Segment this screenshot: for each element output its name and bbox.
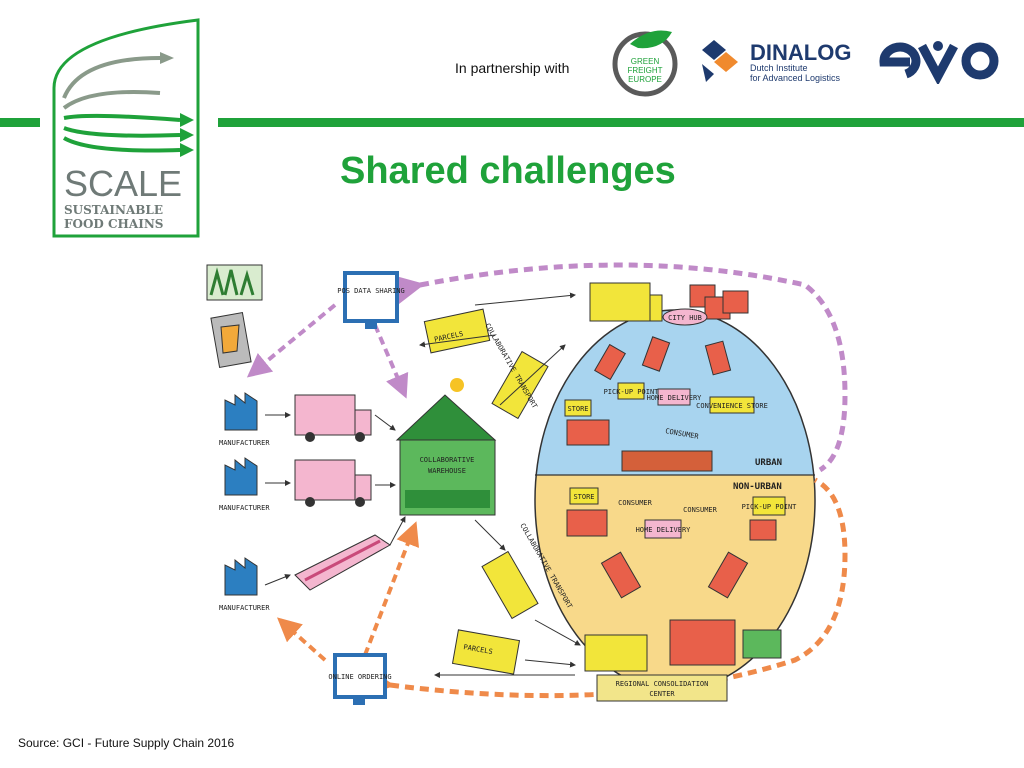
svg-text:WAREHOUSE: WAREHOUSE [428, 467, 466, 475]
svg-text:CONSUMER: CONSUMER [683, 506, 718, 514]
svg-text:CENTER: CENTER [649, 690, 675, 698]
svg-text:PICK-UP POINT: PICK-UP POINT [604, 388, 660, 396]
orange-arrow-online-warehouse [363, 521, 420, 656]
pink-truck-2 [294, 459, 372, 507]
dinalog-logo: DINALOG Dutch Institute for Advanced Log… [698, 38, 858, 86]
scale-logo-name: SCALE [64, 163, 182, 204]
purple-arrow-pos-mfr [246, 303, 337, 378]
page-title: Shared challenges [340, 150, 676, 192]
red-trucks-top [689, 284, 749, 320]
non-urban-area: NON-URBAN STORE CONSUMER CONSUMER HOME D… [566, 482, 798, 599]
svg-text:REGIONAL CONSOLIDATION: REGIONAL CONSOLIDATION [616, 680, 709, 688]
svg-text:STORE: STORE [573, 493, 594, 501]
svg-text:MANUFACTURER: MANUFACTURER [219, 439, 270, 447]
raw-material-truck-icon [210, 312, 252, 368]
svg-text:FREIGHT: FREIGHT [627, 66, 662, 75]
scale-logo-sub1: SUSTAINABLE [64, 203, 163, 217]
pos-data-sharing-monitor: POS DATA SHARING [337, 271, 405, 329]
svg-text:CITY HUB: CITY HUB [668, 314, 702, 322]
svg-text:NON-URBAN: NON-URBAN [733, 482, 782, 492]
pink-truck-1 [294, 394, 372, 442]
city-hub: CITY HUB [662, 308, 708, 326]
svg-text:URBAN: URBAN [755, 458, 782, 468]
orange-arrow-bottom [363, 477, 848, 699]
purple-arrow-pos-warehouse [373, 324, 409, 399]
purple-arrow-top [392, 262, 848, 473]
svg-text:for Advanced Logistics: for Advanced Logistics [750, 73, 841, 83]
green-freight-europe-logo: GREEN FREIGHT EUROPE [610, 24, 680, 100]
svg-text:Dutch Institute: Dutch Institute [750, 63, 808, 73]
partnership-text: In partnership with [455, 60, 570, 76]
svg-text:CONVENIENCE STORE: CONVENIENCE STORE [696, 402, 768, 410]
source-note: Source: GCI - Future Supply Chain 2016 [18, 736, 235, 750]
svg-text:EUROPE: EUROPE [628, 75, 662, 84]
header-bar-right [218, 118, 1024, 127]
urban-area: STORE PICK-UP POINT HOME DELIVERY CONVEN… [564, 336, 782, 472]
scale-logo-sub2: FOOD CHAINS [64, 217, 163, 231]
parcels-truck-bottom: PARCELS [451, 629, 521, 675]
svg-text:STORE: STORE [567, 405, 588, 413]
parcels-truck-top: PARCELS [423, 308, 491, 354]
svg-text:PICK-UP POINT: PICK-UP POINT [742, 503, 798, 511]
yellow-truck-top [589, 282, 663, 322]
collaborative-warehouse: COLLABORATIVE WAREHOUSE [395, 378, 497, 516]
svg-text:MANUFACTURER: MANUFACTURER [219, 504, 270, 512]
svg-text:DINALOG: DINALOG [750, 40, 851, 65]
svg-text:ONLINE ORDERING: ONLINE ORDERING [328, 673, 391, 681]
supply-chain-diagram: POS DATA SHARING MANUFACTURER MANUFACTUR… [205, 255, 860, 725]
svg-text:HOME DELIVERY: HOME DELIVERY [636, 526, 692, 534]
evo-logo [876, 38, 1000, 86]
manufacturer-3: MANUFACTURER [219, 557, 270, 612]
farm-icon [206, 264, 263, 301]
header-bar-left [0, 118, 40, 127]
svg-text:MANUFACTURER: MANUFACTURER [219, 604, 270, 612]
svg-text:GREEN: GREEN [631, 57, 660, 66]
manufacturer-1: MANUFACTURER [219, 392, 270, 447]
scale-logo: SCALE SUSTAINABLE FOOD CHAINS [50, 18, 202, 238]
manufacturer-2: MANUFACTURER [219, 457, 270, 512]
online-ordering-monitor: ONLINE ORDERING [328, 653, 392, 705]
svg-text:COLLABORATIVE: COLLABORATIVE [420, 456, 475, 464]
orange-arrow-online-mfr [277, 617, 327, 662]
svg-text:POS DATA SHARING: POS DATA SHARING [337, 287, 404, 295]
regional-consolidation-center: REGIONAL CONSOLIDATION CENTER [584, 619, 782, 702]
train-icon [294, 534, 391, 591]
svg-text:HOME DELIVERY: HOME DELIVERY [647, 394, 703, 402]
svg-text:CONSUMER: CONSUMER [618, 499, 653, 507]
